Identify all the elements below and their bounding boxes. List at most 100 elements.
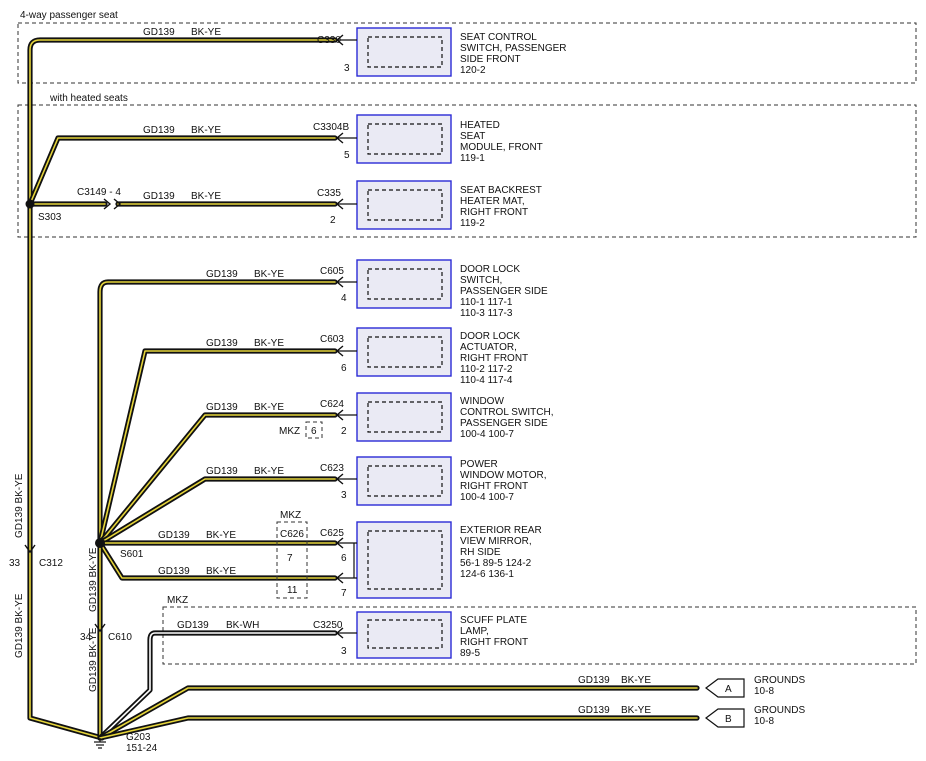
component-window-control-switch: C624 2 WINDOW CONTROL SWITCH, PASSENGER … <box>320 392 554 442</box>
region-heated-seats <box>17 104 917 238</box>
c312-arrow-icon <box>24 544 36 554</box>
connector-pin: 6 <box>341 553 347 564</box>
wl-c605-circuit: GD139 <box>206 269 238 280</box>
wl-ground-b-circuit: GD139 <box>578 705 610 716</box>
wl-c335-color: BK-YE <box>191 191 221 202</box>
component-seat-control-switch: C330 3 SEAT CONTROL SWITCH, PASSENGER SI… <box>317 27 567 77</box>
region-4way-seat <box>17 22 917 84</box>
c626-pin-a: 7 <box>287 553 293 564</box>
component-line: RIGHT FRONT <box>460 481 528 492</box>
component-line: 100-4 100-7 <box>460 492 514 503</box>
c3149-label: C3149 - 4 <box>77 187 121 198</box>
connector-label: C3304B <box>313 122 349 133</box>
component-line: 110-3 117-3 <box>460 308 513 319</box>
wl-c625-color: BK-YE <box>206 530 236 541</box>
ground-b-line: 10-8 <box>754 716 774 727</box>
ground-ref-b[interactable]: B GROUNDS 10-8 <box>705 705 805 728</box>
wire-label-set: GD139 BK-YE GD139 BK-YE GD139 BK-YE GD13… <box>143 27 651 716</box>
ground-a-line: GROUNDS <box>754 675 805 686</box>
connector-label: C603 <box>320 334 344 345</box>
component-line: RIGHT FRONT <box>460 353 528 364</box>
component-line: 89-5 <box>460 648 480 659</box>
connector-pin: 3 <box>341 490 347 501</box>
wl-ground-a-color: BK-YE <box>621 675 651 686</box>
wl-c623-circuit: GD139 <box>206 466 238 477</box>
component-line: ACTUATOR, <box>460 342 517 353</box>
connector-pin: 3 <box>341 646 347 657</box>
ground-ref-a[interactable]: A GROUNDS 10-8 <box>705 675 805 698</box>
component-line: 110-4 117-4 <box>460 375 513 386</box>
vlabel-s601: GD139 BK-YE <box>88 547 99 612</box>
connector-label: C605 <box>320 266 344 277</box>
wl-c3250-color: BK-WH <box>226 620 259 631</box>
connector-pin: 2 <box>341 426 347 437</box>
component-line: HEATED <box>460 120 500 131</box>
component-line: SWITCH, <box>460 275 502 286</box>
component-door-lock-switch: C605 4 DOOR LOCK SWITCH, PASSENGER SIDE … <box>320 259 548 319</box>
component-exterior-mirror: C625 6 7 EXTERIOR REAR VIEW MIRROR, RH S… <box>320 521 542 599</box>
component-line: VIEW MIRROR, <box>460 536 532 547</box>
component-line: CONTROL SWITCH, <box>460 407 554 418</box>
ground-point-name: G203 <box>126 732 151 743</box>
wl-c3250-circuit: GD139 <box>177 620 209 631</box>
c626-mkz-block <box>276 521 308 599</box>
connector-pin: 7 <box>341 588 347 599</box>
connector-pin: 2 <box>330 215 336 226</box>
splice-s601-label: S601 <box>120 549 144 560</box>
wl-c3304b-color: BK-YE <box>191 125 221 136</box>
c312-label: C312 <box>39 558 63 569</box>
component-line: SIDE FRONT <box>460 54 521 65</box>
component-door-lock-actuator: C603 6 DOOR LOCK ACTUATOR, RIGHT FRONT 1… <box>320 327 528 386</box>
connector-label: C623 <box>320 463 344 474</box>
connector-pin: 6 <box>341 363 347 374</box>
component-line: PASSENGER SIDE <box>460 418 548 429</box>
component-line: PASSENGER SIDE <box>460 286 548 297</box>
component-line: SEAT <box>460 131 485 142</box>
vlabel-main-upper: GD139 BK-YE <box>14 473 25 538</box>
component-line: HEATER MAT, <box>460 196 525 207</box>
ground-a-line: 10-8 <box>754 686 774 697</box>
wl-c605-color: BK-YE <box>254 269 284 280</box>
connector-label: C624 <box>320 399 344 410</box>
component-line: RIGHT FRONT <box>460 207 528 218</box>
component-line: SEAT BACKREST <box>460 185 542 196</box>
vlabel-main-lower: GD139 BK-YE <box>14 593 25 658</box>
ground-b-tag-icon <box>705 708 745 728</box>
c3149-arrow-icon <box>103 198 122 210</box>
component-line: SWITCH, PASSENGER <box>460 43 567 54</box>
wl-c330-color: BK-YE <box>191 27 221 38</box>
c624-mkz-box <box>305 421 323 439</box>
c626-mkz-label: MKZ <box>280 510 301 521</box>
wire-set <box>27 37 700 741</box>
c626-pin-b: 11 <box>287 585 298 596</box>
ground-point-ref: 151-24 <box>126 743 158 754</box>
wl-c625-circuit: GD139 <box>158 530 190 541</box>
component-line: MODULE, FRONT <box>460 142 543 153</box>
component-power-window-motor: C623 3 POWER WINDOW MOTOR, RIGHT FRONT 1… <box>320 456 546 506</box>
wl-ground-b-color: BK-YE <box>621 705 651 716</box>
wire-ground-b <box>97 715 700 741</box>
component-line: 124-6 136-1 <box>460 569 514 580</box>
connector-label: C625 <box>320 528 344 539</box>
connector-label: C335 <box>317 188 341 199</box>
component-line: RH SIDE <box>460 547 501 558</box>
component-line: EXTERIOR REAR <box>460 525 542 536</box>
splice-s601-dot <box>95 538 105 548</box>
ground-a-tag-icon <box>705 678 745 698</box>
component-seat-backrest-heater: C335 2 SEAT BACKREST HEATER MAT, RIGHT F… <box>317 180 542 230</box>
component-scuff-plate-lamp: C3250 3 SCUFF PLATE LAMP, RIGHT FRONT 89… <box>313 611 528 659</box>
component-line: 56-1 89-5 124-2 <box>460 558 532 569</box>
wl-c623-color: BK-YE <box>254 466 284 477</box>
wl-c625b-circuit: GD139 <box>158 566 190 577</box>
wl-c330-circuit: GD139 <box>143 27 175 38</box>
ground-b-tag: B <box>725 714 732 725</box>
component-line: WINDOW MOTOR, <box>460 470 546 481</box>
wl-ground-a-circuit: GD139 <box>578 675 610 686</box>
splice-s303-label: S303 <box>38 212 62 223</box>
region-mkz-label: MKZ <box>167 595 188 606</box>
connector-label: C330 <box>317 35 341 46</box>
component-line: DOOR LOCK <box>460 264 520 275</box>
c312-pin: 33 <box>9 558 21 569</box>
component-line: SCUFF PLATE <box>460 615 527 626</box>
